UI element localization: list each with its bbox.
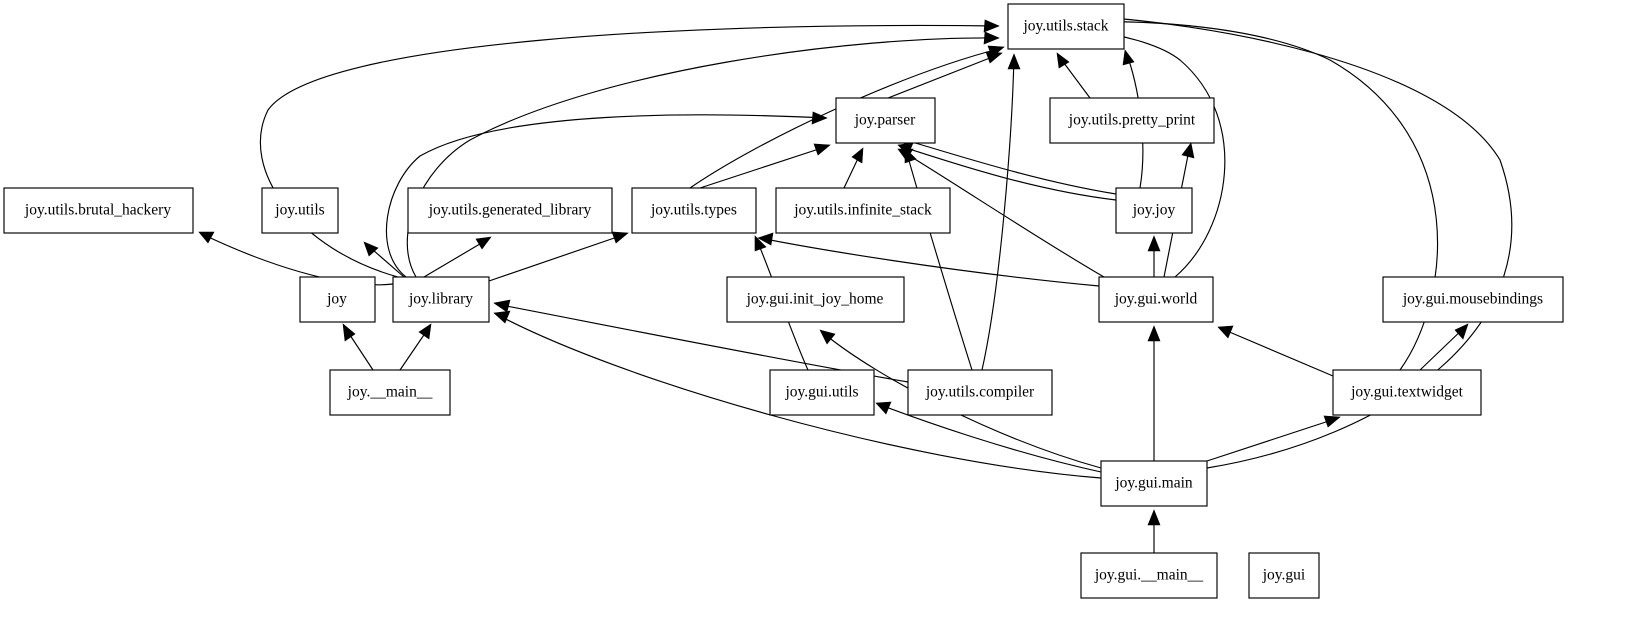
arrowhead [493,299,511,313]
node-label: joy.utils.brutal_hackery [24,202,171,219]
node-joy-utils-pretty-print[interactable]: joy.utils.pretty_print [1049,97,1215,144]
node-joy-utils-stack[interactable]: joy.utils.stack [1007,3,1125,50]
edge-joy-utils-compiler-to-joy-parser [905,149,973,371]
arrowhead [1007,53,1021,70]
arrowhead [342,323,356,342]
arrowhead [813,143,831,156]
node-joy[interactable]: joy [299,276,376,323]
node-joy-gui[interactable]: joy.gui [1248,552,1320,599]
arrowhead [611,231,629,244]
node-joy-gui-mousebindings[interactable]: joy.gui.mousebindings [1382,276,1564,323]
node-label: joy [326,291,347,308]
node-label: joy.parser [854,112,916,129]
edge-joy-joy-to-joy-parser-b [899,145,1117,201]
edge-joy-utils-types-to-joy-parser [699,145,829,189]
arrowhead [1147,325,1161,342]
edge-layer [198,9,1513,553]
node-joy-gui-textwidget[interactable]: joy.gui.textwidget [1332,369,1482,416]
node-joy-utils[interactable]: joy.utils [261,187,339,234]
edge-joy-library-to-joy-utils-types [488,233,627,282]
node-label: joy.joy [1132,202,1176,219]
edge-joy-utils-types-to-joy-utils-stack [689,47,1003,189]
node-label: joy.utils.stack [1022,18,1108,35]
arrowhead [1147,235,1161,252]
node-label: joy.gui.textwidget [1350,384,1463,401]
arrowhead [1454,323,1469,340]
node-label: joy.gui.main [1114,475,1193,492]
arrowhead [819,329,836,345]
edge-joy-gui-world-to-joy-parser [899,149,1105,278]
arrowhead [493,310,511,324]
node-joy-utils-infinite-stack[interactable]: joy.utils.infinite_stack [775,187,951,234]
edge-joy-gui-textwidget-to-joy-gui-world [1219,327,1334,377]
node-joy-utils-generated-library[interactable]: joy.utils.generated_library [407,187,613,234]
edge-joy-gui-world-to-joy-utils-types [759,237,1100,287]
arrowhead [1122,49,1135,66]
arrowhead [1056,52,1070,69]
node-joy-main[interactable]: joy.__main__ [329,369,451,416]
node-label: joy.gui.__main__ [1094,567,1204,584]
edge-joy-gui-main-to-joy-utils-stack [1081,15,1513,469]
node-joy-joy[interactable]: joy.joy [1115,187,1193,234]
edge-joy-gui-main-to-joy-gui-textwidget [1206,417,1339,462]
arrowhead [1181,142,1195,159]
arrowhead [875,401,892,415]
node-joy-library[interactable]: joy.library [392,276,490,323]
node-layer: joy.utils.stack joy.parser joy.utils.pre… [3,3,1564,599]
arrowhead [198,231,215,244]
edge-joy-parser-to-joy-utils-stack [887,53,1001,99]
arrowhead [987,45,1005,58]
arrowhead [757,232,774,246]
node-joy-parser[interactable]: joy.parser [835,97,936,144]
edge-joy-joy-to-joy-parser [897,137,1117,195]
arrowhead [983,31,1000,45]
node-label: joy.gui.init_joy_home [746,291,884,308]
node-label: joy.utils.types [650,202,737,219]
node-joy-utils-types[interactable]: joy.utils.types [631,187,757,234]
node-joy-gui-utils[interactable]: joy.gui.utils [769,369,875,416]
node-label: joy.gui [1262,567,1306,584]
node-label: joy.utils.infinite_stack [793,202,932,219]
node-joy-gui-init-joy-home[interactable]: joy.gui.init_joy_home [726,276,905,323]
node-label: joy.gui.world [1114,291,1198,308]
node-label: joy.library [408,291,473,308]
arrowhead [418,323,432,340]
node-label: joy.utils.compiler [925,384,1035,401]
arrowhead [983,19,1000,33]
node-joy-utils-brutal-hackery[interactable]: joy.utils.brutal_hackery [3,187,194,234]
node-label: joy.__main__ [347,384,433,401]
edge-joy-library-to-joy-utils-stack [259,24,999,278]
arrowhead [811,111,828,125]
node-joy-utils-compiler[interactable]: joy.utils.compiler [907,369,1053,416]
node-label: joy.gui.mousebindings [1402,291,1543,308]
arrowhead [851,147,864,164]
edge-joy-gui-world-to-joy-utils-stack [1081,29,1226,278]
arrowhead [904,147,917,164]
arrowhead [475,236,492,250]
node-joy-gui-main[interactable]: joy.gui.main [1100,460,1208,507]
node-label: joy.utils.pretty_print [1068,112,1196,129]
edge-joy-library-to-joy-parser [385,114,827,278]
edge-joy-gui-main-to-joy-gui-utils [877,403,1102,473]
arrowhead [1217,325,1234,339]
node-joy-gui-main-module[interactable]: joy.gui.__main__ [1080,552,1218,599]
arrowhead [363,241,379,257]
node-label: joy.utils.generated_library [428,202,592,219]
arrowhead [1323,415,1341,428]
arrowhead [754,235,767,252]
edge-joy-utils-compiler-to-joy-utils-stack [981,55,1015,371]
node-label: joy.gui.utils [784,384,858,401]
node-joy-gui-world[interactable]: joy.gui.world [1098,276,1214,323]
node-label: joy.utils [274,202,324,219]
arrowhead [1147,509,1161,526]
